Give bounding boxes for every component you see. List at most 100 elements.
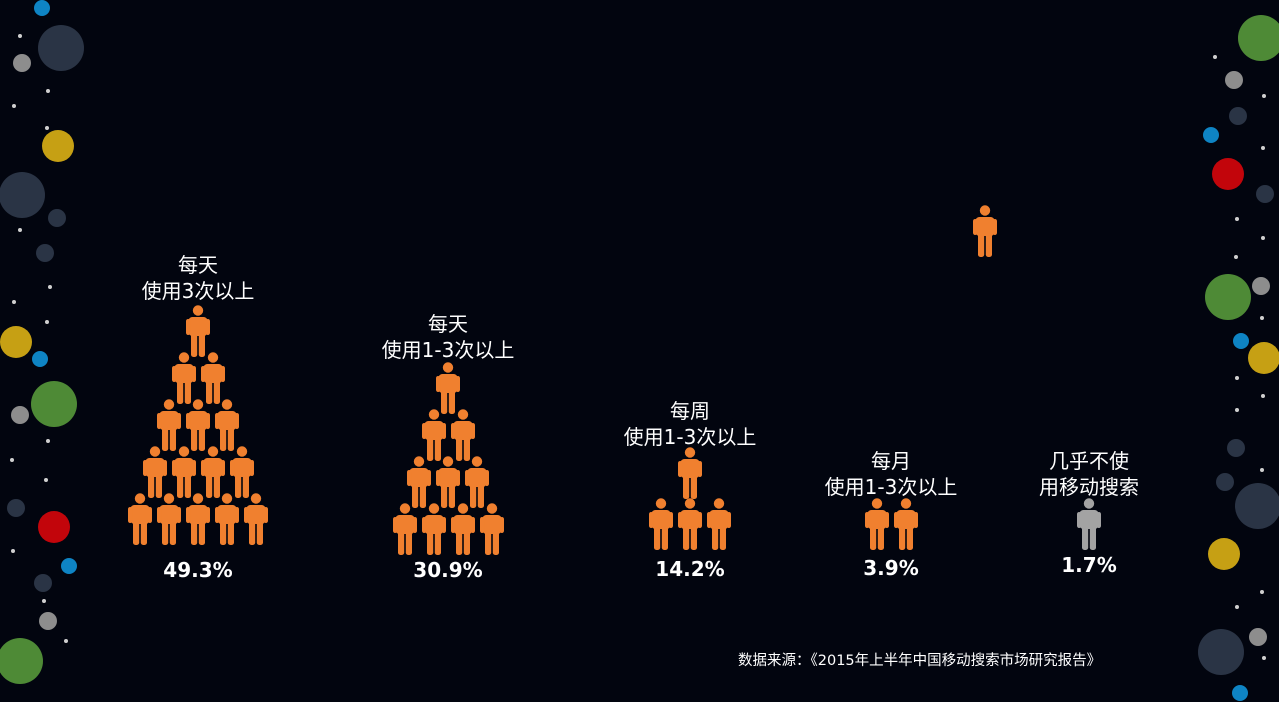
person-icon xyxy=(893,498,918,550)
decorative-dot xyxy=(0,326,32,358)
decorative-dot xyxy=(61,558,77,574)
decorative-dot xyxy=(1203,127,1219,143)
decorative-dot xyxy=(1252,277,1270,295)
decorative-dot xyxy=(1261,236,1265,240)
decorative-dot xyxy=(39,612,57,630)
person-icon xyxy=(157,493,181,545)
category-label-line2: 使用1-3次以上 xyxy=(381,338,515,362)
person-icon xyxy=(157,399,181,451)
decorative-dot xyxy=(1229,107,1247,125)
decorative-dot xyxy=(48,209,66,227)
decorative-dot xyxy=(1261,146,1265,150)
person-icon xyxy=(171,446,196,498)
person-icon xyxy=(707,498,731,550)
percentage-label: 3.9% xyxy=(863,556,919,580)
person-icon xyxy=(864,498,889,550)
percentage-label: 1.7% xyxy=(1061,553,1117,577)
decorative-dot xyxy=(1235,217,1239,221)
decorative-dot xyxy=(42,130,74,162)
person-icon xyxy=(128,493,152,545)
decorative-dot xyxy=(12,104,16,108)
decorative-dot xyxy=(1248,342,1279,374)
category-label: 每天使用1-3次以上 xyxy=(358,311,538,363)
floating-person-icon xyxy=(973,205,997,257)
person-icon xyxy=(200,352,225,404)
person-icon xyxy=(678,498,702,550)
percentage-label: 30.9% xyxy=(413,558,483,582)
person-icon xyxy=(678,447,702,499)
decorative-dot xyxy=(1261,394,1265,398)
category-label-line2: 用移动搜索 xyxy=(1039,475,1139,499)
decorative-dot xyxy=(1212,158,1244,190)
decorative-dot xyxy=(46,89,50,93)
category-label-line1: 每月 xyxy=(871,449,911,473)
decorative-dot xyxy=(34,0,50,16)
source-note: 数据来源：《2015年上半年中国移动搜索市场研究报告》 xyxy=(738,653,1102,669)
decorative-dot xyxy=(1260,316,1264,320)
decorative-dot xyxy=(45,126,49,130)
decorative-dot xyxy=(1205,274,1251,320)
decorative-dot xyxy=(1235,483,1279,529)
decorative-dot xyxy=(64,639,68,643)
decorative-dot xyxy=(45,320,49,324)
decorative-dot xyxy=(38,25,84,71)
person-icon xyxy=(200,446,225,498)
category-label: 每月使用1-3次以上 xyxy=(801,448,981,500)
decorative-dot xyxy=(18,34,22,38)
decorative-dot xyxy=(44,478,48,482)
person-icon xyxy=(244,493,268,545)
category-label-line2: 使用3次以上 xyxy=(141,279,255,303)
person-icon xyxy=(142,446,167,498)
decorative-dot xyxy=(12,300,16,304)
decorative-dot xyxy=(46,439,50,443)
decorative-dot xyxy=(32,351,48,367)
decorative-dot xyxy=(0,638,43,684)
category-label: 每周使用1-3次以上 xyxy=(600,398,780,450)
category-label: 几乎不使用移动搜索 xyxy=(999,448,1179,500)
percentage-label: 14.2% xyxy=(655,557,725,581)
decorative-dot xyxy=(1256,185,1274,203)
person-icon xyxy=(421,503,446,555)
decorative-dot xyxy=(1208,538,1240,570)
person-icon xyxy=(1077,498,1101,550)
decorative-dot xyxy=(7,499,25,517)
decorative-dot xyxy=(1225,71,1243,89)
category-label: 每天使用3次以上 xyxy=(108,252,288,304)
decorative-dot xyxy=(1235,408,1239,412)
decorative-dot xyxy=(1213,55,1217,59)
decorative-dot xyxy=(1262,94,1266,98)
person-icon xyxy=(479,503,504,555)
decorative-dot xyxy=(13,54,31,72)
person-icon xyxy=(392,503,417,555)
decorative-dot xyxy=(1216,473,1234,491)
decorative-dot xyxy=(1234,255,1238,259)
decorative-dot xyxy=(36,244,54,262)
decorative-dot xyxy=(1262,656,1266,660)
decorative-dot xyxy=(1233,333,1249,349)
category-label-line1: 每天 xyxy=(178,253,218,277)
person-icon xyxy=(171,352,196,404)
person-icon xyxy=(186,399,210,451)
percentage-label: 49.3% xyxy=(163,558,233,582)
person-icon xyxy=(436,456,460,508)
category-label-line1: 每周 xyxy=(670,399,710,423)
person-icon xyxy=(649,498,673,550)
decorative-dot xyxy=(42,599,46,603)
decorative-dot xyxy=(1227,439,1245,457)
person-icon xyxy=(450,503,475,555)
person-icon xyxy=(229,446,254,498)
decorative-dot xyxy=(1235,376,1239,380)
decorative-dot xyxy=(48,285,52,289)
decorative-dot xyxy=(1238,15,1279,61)
person-icon xyxy=(421,409,446,461)
category-label-line1: 每天 xyxy=(428,312,468,336)
decorative-dot xyxy=(1235,605,1239,609)
decorative-dot xyxy=(11,406,29,424)
person-icon xyxy=(450,409,475,461)
category-label-line2: 使用1-3次以上 xyxy=(824,475,958,499)
decorative-dot xyxy=(31,381,77,427)
category-label-line2: 使用1-3次以上 xyxy=(623,425,757,449)
person-icon xyxy=(186,305,210,357)
